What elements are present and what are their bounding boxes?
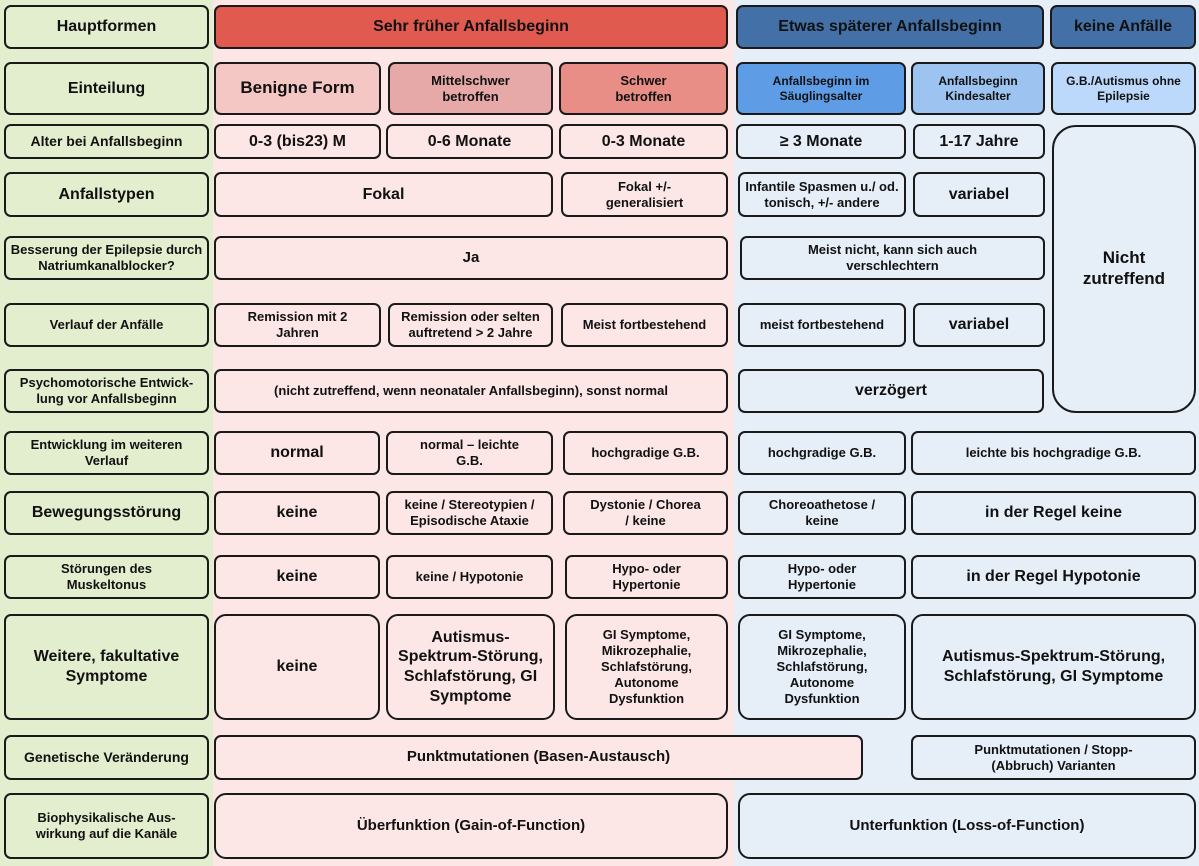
biophysik-ueberfunktion: Überfunktion (Gain-of-Function) xyxy=(214,793,728,859)
row-label-biophysikalische-auswirkung: Biophysikalische Aus-wirkung auf die Kan… xyxy=(4,793,209,859)
row-label-anfallstypen: Anfallstypen xyxy=(4,172,209,217)
row-label-entwicklung-weiterer-verlauf: Entwicklung im weiteren Verlauf xyxy=(4,431,209,475)
anfallstypen-fokal-generalisiert: Fokal +/- generalisiert xyxy=(561,172,728,217)
subheader-schwer-betroffen: Schwer betroffen xyxy=(559,62,728,115)
entwicklung-hochgradige-gb-early: hochgradige G.B. xyxy=(563,431,728,475)
psycho-verzoegert: verzögert xyxy=(738,369,1044,413)
subheader-mittelschwer-betroffen: Mittelschwer betroffen xyxy=(388,62,553,115)
alter-benigne: 0-3 (bis23) M xyxy=(214,124,381,159)
entwicklung-leichte-bis-hochgradige-gb: leichte bis hochgradige G.B. xyxy=(911,431,1196,475)
bewegung-dystonie-chorea: Dystonie / Chorea / keine xyxy=(563,491,728,535)
entwicklung-hochgradige-gb-later: hochgradige G.B. xyxy=(738,431,906,475)
besserung-meist-nicht: Meist nicht, kann sich auch verschlechte… xyxy=(740,236,1045,280)
row-label-verlauf-der-anfaelle: Verlauf der Anfälle xyxy=(4,303,209,347)
row-label-psychomotorische-entwicklung: Psychomotorische Entwick-lung vor Anfall… xyxy=(4,369,209,413)
weitere-gi-mikrozephalie-later: GI Symptome, Mikrozephalie, Schlafstörun… xyxy=(738,614,906,720)
subheader-gb-autismus-ohne-epilepsie: G.B./Autismus ohne Epilepsie xyxy=(1051,62,1196,115)
row-label-besserung-natriumkanalblocker: Besserung der Epilepsie durch Natriumkan… xyxy=(4,236,209,280)
entwicklung-normal: normal xyxy=(214,431,380,475)
alter-saeugling: ≥ 3 Monate xyxy=(736,124,906,159)
weitere-autismus-schlaf-gi-later: Autismus-Spektrum-Störung, Schlafstörung… xyxy=(911,614,1196,720)
row-label-einteilung: Einteilung xyxy=(4,62,209,115)
muskeltonus-in-der-regel-hypotonie: in der Regel Hypotonie xyxy=(911,555,1196,599)
genetik-punktmutationen-basen: Punktmutationen (Basen-Austausch) xyxy=(214,735,863,780)
weitere-autismus-schlaf-gi-early: Autismus-Spektrum-Störung, Schlafstörung… xyxy=(386,614,555,720)
besserung-ja: Ja xyxy=(214,236,728,280)
row-label-genetische-veraenderung: Genetische Veränderung xyxy=(4,735,209,780)
bewegung-keine: keine xyxy=(214,491,380,535)
alter-mittelschwer: 0-6 Monate xyxy=(386,124,553,159)
row-label-alter-bei-anfallsbeginn: Alter bei Anfallsbeginn xyxy=(4,124,209,159)
entwicklung-normal-leichte-gb: normal – leichte G.B. xyxy=(386,431,553,475)
muskeltonus-keine: keine xyxy=(214,555,380,599)
alter-schwer: 0-3 Monate xyxy=(559,124,728,159)
verlauf-meist-fortbestehend-later: meist fortbestehend xyxy=(738,303,906,347)
genetik-punktmutationen-stopp: Punktmutationen / Stopp-(Abbruch) Varian… xyxy=(911,735,1196,780)
anfallstypen-fokal: Fokal xyxy=(214,172,553,217)
row-label-muskeltonus: Störungen des Muskeltonus xyxy=(4,555,209,599)
row-label-bewegungsstoerung: Bewegungsstörung xyxy=(4,491,209,535)
header-sehr-frueher-anfallsbeginn: Sehr früher Anfallsbeginn xyxy=(214,5,728,49)
header-keine-anfaelle: keine Anfälle xyxy=(1050,5,1196,49)
subheader-benigne-form: Benigne Form xyxy=(214,62,381,115)
anfallstypen-infantile-spasmen: Infantile Spasmen u./ od. tonisch, +/- a… xyxy=(738,172,906,217)
row-label-hauptformen: Hauptformen xyxy=(4,5,209,49)
subheader-anfallsbeginn-saeuglingsalter: Anfallsbeginn im Säuglingsalter xyxy=(736,62,906,115)
verlauf-remission-2-jahre: Remission mit 2 Jahren xyxy=(214,303,381,347)
bewegung-in-der-regel-keine: in der Regel keine xyxy=(911,491,1196,535)
muskeltonus-keine-hypotonie: keine / Hypotonie xyxy=(386,555,553,599)
verlauf-variabel: variabel xyxy=(913,303,1045,347)
anfallstypen-variabel: variabel xyxy=(913,172,1045,217)
muskeltonus-hypo-hypertonie-early: Hypo- oder Hypertonie xyxy=(565,555,728,599)
psycho-early: (nicht zutreffend, wenn neonataler Anfal… xyxy=(214,369,728,413)
row-label-weitere-symptome: Weitere, fakultative Symptome xyxy=(4,614,209,720)
verlauf-remission-oder-selten: Remission oder selten auftretend > 2 Jah… xyxy=(388,303,553,347)
subheader-anfallsbeginn-kindesalter: Anfallsbeginn Kindesalter xyxy=(911,62,1045,115)
verlauf-meist-fortbestehend-early: Meist fortbestehend xyxy=(561,303,728,347)
header-etwas-spaeterer-anfallsbeginn: Etwas späterer Anfallsbeginn xyxy=(736,5,1044,49)
biophysik-unterfunktion: Unterfunktion (Loss-of-Function) xyxy=(738,793,1196,859)
bewegung-choreoathetose: Choreoathetose / keine xyxy=(738,491,906,535)
bewegung-stereotypien-ataxie: keine / Stereotypien / Episodische Ataxi… xyxy=(386,491,553,535)
muskeltonus-hypo-hypertonie-later: Hypo- oder Hypertonie xyxy=(738,555,906,599)
weitere-keine: keine xyxy=(214,614,380,720)
nicht-zutreffend: Nicht zutreffend xyxy=(1052,125,1196,413)
alter-kindesalter: 1-17 Jahre xyxy=(913,124,1045,159)
weitere-gi-mikrozephalie-early: GI Symptome, Mikrozephalie, Schlafstörun… xyxy=(565,614,728,720)
